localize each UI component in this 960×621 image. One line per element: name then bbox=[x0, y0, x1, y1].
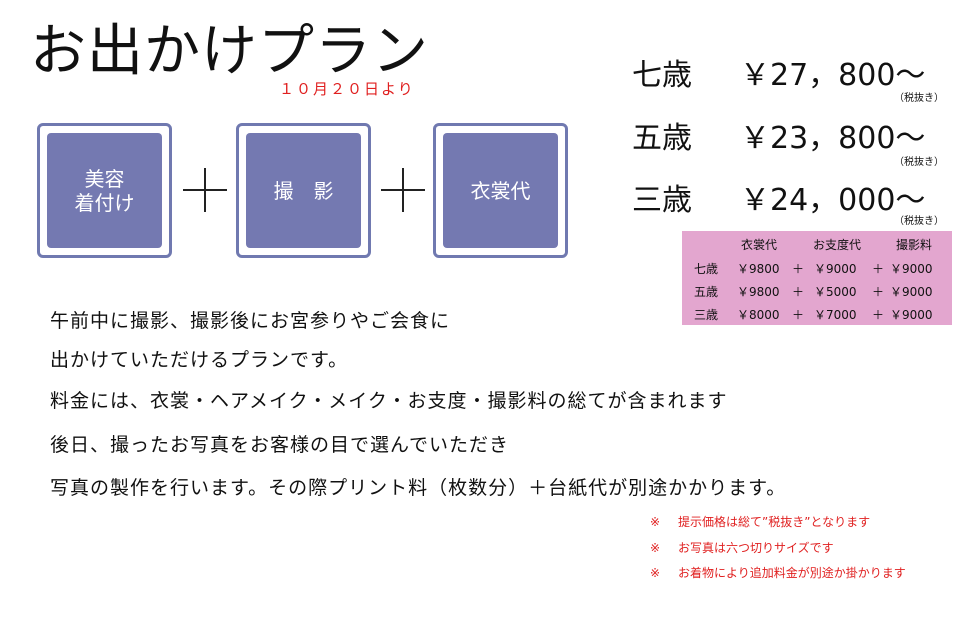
tax-note: （税抜き） bbox=[894, 93, 944, 104]
tax-note: （税抜き） bbox=[894, 216, 944, 227]
price-age: 七歳 bbox=[632, 58, 692, 93]
table-header: お支度代 bbox=[813, 238, 862, 252]
description-line: 写真の製作を行います。その際プリント料（枚数分）＋台紙代が別途かかります。 bbox=[50, 477, 787, 499]
table-cell-age: 七歳 bbox=[694, 262, 719, 276]
table-cell: ＋ bbox=[792, 262, 805, 276]
table-cell: ￥9800 bbox=[737, 285, 780, 299]
table-cell-age: 五歳 bbox=[694, 285, 719, 299]
table-cell-age: 三歳 bbox=[694, 308, 719, 322]
table-cell: ￥9800 bbox=[737, 262, 780, 276]
note-text: 提示価格は総て”税抜き”となります bbox=[678, 515, 871, 529]
table-header: 撮影料 bbox=[896, 238, 933, 252]
table-cell: ￥9000 bbox=[890, 285, 933, 299]
table-cell: ￥9000 bbox=[814, 262, 857, 276]
footnote: ※ 提示価格は総て”税抜き”となります bbox=[650, 513, 870, 530]
note-mark: ※ bbox=[650, 541, 661, 555]
page-title: お出かけプラン bbox=[30, 19, 429, 84]
description-line: 後日、撮ったお写真をお客様の目で選んでいただき bbox=[50, 434, 510, 456]
price-row: 三歳 ￥24，000〜 bbox=[632, 175, 925, 219]
plus-icon bbox=[381, 168, 425, 212]
footnote: ※ お写真は六つ切りサイズです bbox=[650, 539, 834, 556]
table-cell: ￥9000 bbox=[890, 262, 933, 276]
description-line: 午前中に撮影、撮影後にお宮参りやご会食に bbox=[50, 310, 451, 332]
table-header: 衣裳代 bbox=[741, 238, 778, 252]
table-cell: ￥8000 bbox=[737, 308, 780, 322]
price-value: ￥27，800〜 bbox=[740, 58, 926, 93]
price-row: 七歳 ￥27，800〜 bbox=[632, 50, 925, 94]
price-value: ￥23，800〜 bbox=[740, 121, 926, 156]
plan-box-label: 撮 影 bbox=[273, 178, 334, 203]
plan-box-photo: 撮 影 bbox=[236, 123, 371, 258]
price-breakdown-table: 衣裳代 お支度代 撮影料 七歳 ￥9800 ＋ ￥9000 ＋ ￥9000 五歳… bbox=[682, 231, 952, 325]
note-text: お着物により追加料金が別途か掛かります bbox=[678, 566, 906, 580]
plan-box-beauty-dressing: 美容 着付け bbox=[37, 123, 172, 258]
price-age: 三歳 bbox=[632, 183, 692, 218]
table-cell: ＋ bbox=[872, 285, 885, 299]
plan-box-label: 着付け bbox=[74, 190, 135, 215]
start-date: １０月２０日より bbox=[279, 80, 415, 98]
table-cell: ＋ bbox=[872, 262, 885, 276]
footnote: ※ お着物により追加料金が別途か掛かります bbox=[650, 564, 906, 581]
description-line: 出かけていただけるプランです。 bbox=[50, 349, 349, 371]
table-cell: ＋ bbox=[872, 308, 885, 322]
note-mark: ※ bbox=[650, 515, 661, 529]
tax-note: （税抜き） bbox=[894, 157, 944, 168]
table-cell: ＋ bbox=[792, 285, 805, 299]
price-row: 五歳 ￥23，800〜 bbox=[632, 113, 925, 157]
table-cell: ￥5000 bbox=[814, 285, 857, 299]
plus-icon bbox=[183, 168, 227, 212]
price-value: ￥24，000〜 bbox=[740, 183, 926, 218]
table-cell: ￥9000 bbox=[890, 308, 933, 322]
price-age: 五歳 bbox=[632, 121, 692, 156]
table-cell: ￥7000 bbox=[814, 308, 857, 322]
note-mark: ※ bbox=[650, 566, 661, 580]
plan-box-costume: 衣裳代 bbox=[433, 123, 568, 258]
plan-box-label: 美容 bbox=[84, 166, 125, 191]
plan-box-label: 衣裳代 bbox=[470, 178, 531, 203]
note-text: お写真は六つ切りサイズです bbox=[678, 541, 834, 555]
table-cell: ＋ bbox=[792, 308, 805, 322]
description-line: 料金には、衣裳・ヘアメイク・メイク・お支度・撮影料の総てが含まれます bbox=[50, 390, 728, 412]
